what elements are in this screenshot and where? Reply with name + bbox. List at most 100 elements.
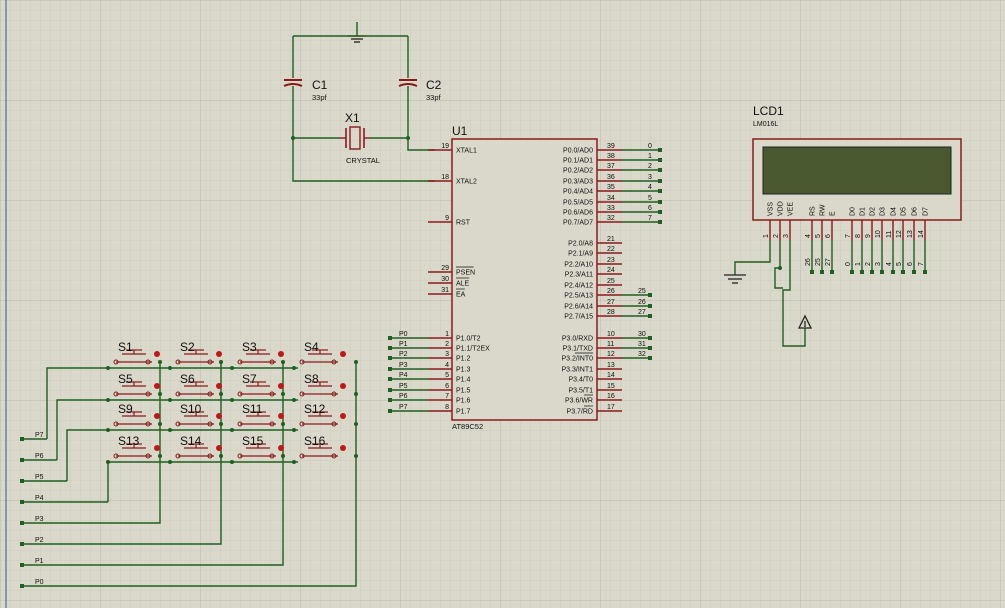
lcd-pin-name: D2 [870,207,877,216]
lcd-pin-name: VSS [768,202,775,216]
net-label: P7 [399,404,408,411]
mcu-pin-number: 21 [607,236,615,243]
switch-s4[interactable]: S4 [299,340,346,365]
crystal-x1[interactable]: X1 CRYSTAL [340,111,380,165]
switch-s16[interactable]: S16 [299,434,346,459]
switch-s14[interactable]: S14 [175,434,222,459]
mcu-pin-5[interactable]: 5P1.4 [428,372,471,384]
switch-s9[interactable]: S9 [113,402,160,427]
mcu-pin-name: ALE [456,281,470,288]
capacitor-c1[interactable]: C1 33pf [283,78,328,102]
mcu-pin-name: P3.4/T0 [568,377,593,384]
mcu-pin-6[interactable]: 6P1.5 [428,383,471,395]
switch-s7[interactable]: S7 [237,372,284,397]
switch-label: S7 [242,372,257,386]
switch-s15[interactable]: S15 [237,434,284,459]
switch-label: S4 [304,340,319,354]
switch-s3[interactable]: S3 [237,340,284,365]
keypad-net-label: P3 [35,516,44,523]
mcu-pin-7[interactable]: 7P1.6 [428,393,471,405]
switch-s13[interactable]: S13 [113,434,160,459]
mcu-pin-1[interactable]: 1P1.0/T2 [428,331,481,343]
mcu-body[interactable] [451,138,598,421]
switch-s11[interactable]: S11 [237,402,284,427]
switch-label: S1 [118,340,133,354]
mcu-pin-3[interactable]: 3P1.2 [428,351,471,363]
lcd-pin-number: 10 [875,230,882,238]
lcd-pin-number: 12 [896,230,903,238]
switch-s8[interactable]: S8 [299,372,346,397]
mcu-pin-2[interactable]: 2P1.1/T2EX [428,341,490,353]
mcu-u1[interactable]: U1 AT89C52 19XTAL118XTAL29RST29PSEN30ALE… [428,124,662,431]
mcu-pin-number: 31 [441,287,449,294]
switch-s5[interactable]: S5 [113,372,160,397]
mcu-pin-name: EA [456,292,466,299]
switch-label: S5 [118,372,133,386]
switch-s12[interactable]: S12 [299,402,346,427]
mcu-pin-number: 34 [607,195,615,202]
mcu-pin-number: 37 [607,163,615,170]
oscillator-circuit[interactable]: C1 33pf C2 33pf X1 CRYSTAL [283,22,442,182]
switch-s1[interactable]: S1 [113,340,160,365]
switch-s2[interactable]: S2 [175,340,222,365]
mcu-pin-number: 8 [445,404,449,411]
net-label: 2 [865,262,872,266]
net-label: 31 [638,341,646,348]
mcu-pin-8[interactable]: 8P1.7 [428,404,471,416]
capacitor-c2[interactable]: C2 33pf [398,78,442,102]
lcd-module[interactable]: LCD1 LM016L VSS1VDD2VEE3RS426RW525E627D0… [724,104,962,347]
mcu-pin-name: P3.7/RD [567,409,593,416]
switch-s10[interactable]: S10 [175,402,222,427]
mcu-pin-name: P1.7 [456,409,471,416]
switch-s6[interactable]: S6 [175,372,222,397]
mcu-pin-4[interactable]: 4P1.3 [428,362,471,374]
net-label: 0 [845,262,852,266]
